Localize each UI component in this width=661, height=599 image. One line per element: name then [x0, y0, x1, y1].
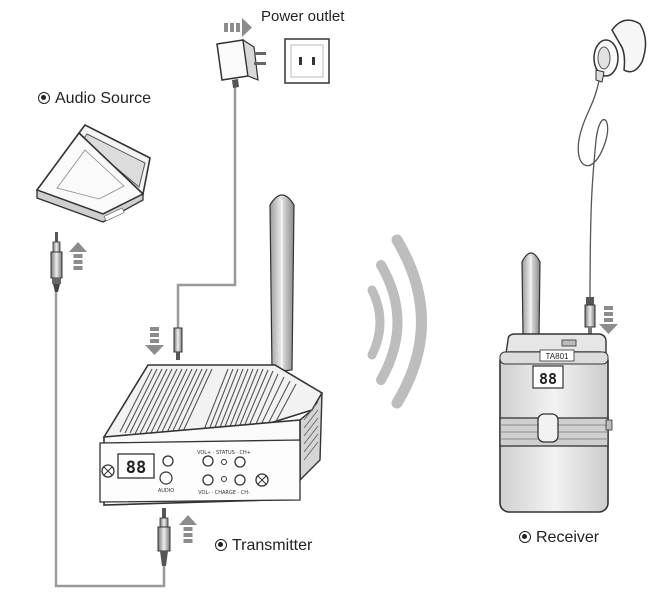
arrow-icon — [179, 515, 197, 543]
screw-icon — [101, 464, 115, 478]
transmitter-display — [117, 453, 155, 479]
power-plug — [173, 327, 183, 360]
radio-bullet-icon — [215, 539, 227, 551]
screw-icon — [255, 473, 269, 487]
power-cable — [176, 80, 237, 330]
earphone-icon — [593, 19, 647, 83]
audio-knob-icon — [159, 471, 173, 485]
radio-bullet-icon — [38, 92, 50, 104]
control-buttons — [202, 455, 246, 486]
earphone-plug — [584, 297, 596, 339]
audio-jack-icon — [162, 455, 174, 467]
laptop-icon — [35, 123, 151, 223]
bottom-button-labels: VOL- · CHARGE · CH- — [198, 490, 250, 496]
arrow-icon — [599, 306, 618, 334]
receiver-model-label: TA801 — [546, 352, 570, 361]
top-button-labels: VOL+ · STATUS · CH+ — [197, 450, 251, 456]
transmitter-label: Transmitter — [215, 537, 312, 555]
earphone-cable — [577, 74, 609, 306]
receiver-display — [532, 365, 564, 389]
power-outlet-label: Power outlet — [261, 8, 344, 25]
audio-port-label: AUDIO — [158, 488, 174, 494]
transmitter-body — [99, 364, 324, 506]
transmitter-text: Transmitter — [232, 537, 313, 554]
audio-source-label: Audio Source — [38, 90, 151, 108]
arrow-icon — [145, 327, 164, 355]
receiver-model-badge — [539, 349, 575, 362]
audio-cable — [54, 290, 166, 588]
arrow-icon — [224, 18, 252, 37]
transmitter-display-digits: 88 — [126, 458, 146, 478]
receiver-label: Receiver — [519, 529, 599, 547]
audio-input-plug — [157, 508, 171, 566]
arrow-icon — [69, 242, 87, 270]
power-outlet-text: Power outlet — [261, 8, 345, 25]
power-adapter — [216, 38, 266, 88]
audio-source-text: Audio Source — [55, 90, 152, 107]
receiver-belt-clip — [499, 413, 613, 447]
receiver-text: Receiver — [536, 529, 600, 546]
wireless-signal-icon — [367, 234, 427, 409]
receiver-display-digits: 88 — [539, 370, 557, 388]
transmitter-antenna — [269, 194, 295, 373]
power-outlet-socket — [284, 38, 330, 84]
radio-bullet-icon — [519, 531, 531, 543]
receiver-antenna — [521, 252, 541, 337]
audio-source-plug — [50, 232, 63, 292]
